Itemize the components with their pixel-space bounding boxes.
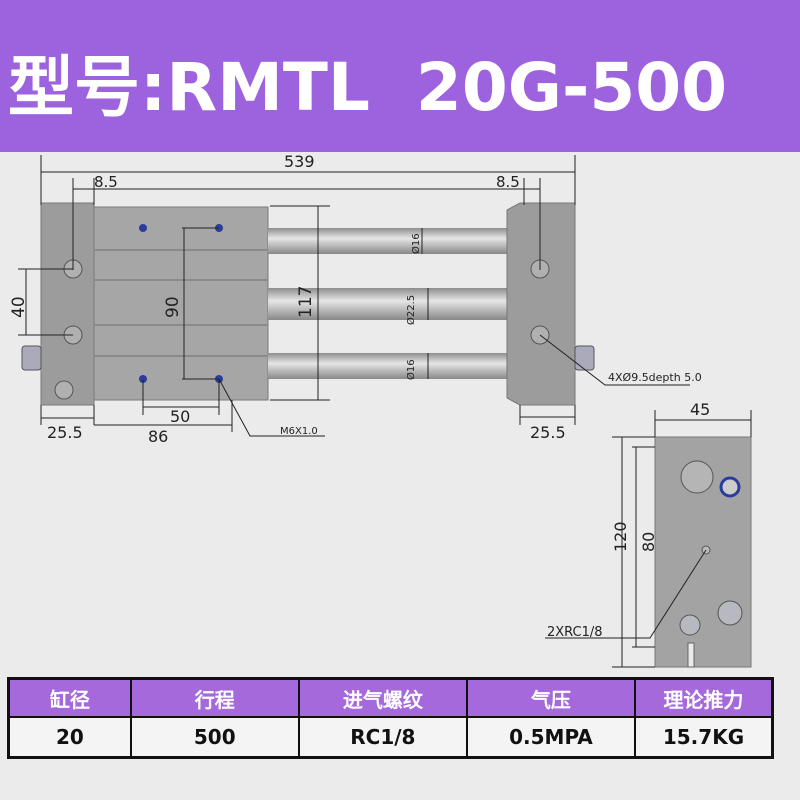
hole-note: 4XØ9.5depth 5.0	[608, 371, 702, 384]
guide-rod-bottom	[268, 353, 518, 379]
dim-end-offset-right: 8.5	[496, 173, 520, 191]
guide-rod-top	[268, 228, 518, 254]
dim-side-width: 45	[690, 400, 710, 419]
dim-port-height: 80	[639, 532, 658, 552]
left-end-plate	[40, 202, 95, 406]
header-port-thread: 进气螺纹	[297, 677, 468, 718]
value-stroke: 500	[129, 716, 300, 759]
header-thrust: 理论推力	[633, 677, 774, 718]
value-thrust: 15.7KG	[633, 716, 774, 759]
value-pressure: 0.5MPA	[465, 716, 636, 759]
dim-plate-right: 25.5	[530, 423, 566, 442]
model-title: 型号:RMTL 20G-500	[8, 49, 728, 126]
technical-drawing: 539 8.5 8.5 40 90 117 Ø16 Ø22.5 Ø16 25.5…	[9, 152, 752, 668]
thread-note: M6X1.0	[280, 426, 318, 437]
dim-plate-left: 25.5	[47, 423, 83, 442]
header-pressure: 气压	[465, 677, 636, 718]
right-end-plate	[506, 202, 576, 406]
title-banner: 型号:RMTL 20G-500	[0, 0, 800, 152]
dim-body-height: 117	[296, 286, 316, 318]
left-air-fitting	[21, 345, 42, 371]
value-port-thread: RC1/8	[297, 716, 468, 759]
dim-hole-spacing: 50	[170, 407, 190, 426]
dim-rod-middle: Ø22.5	[405, 295, 417, 325]
spec-header-row: 缸径 行程 进气螺纹 气压 理论推力	[7, 677, 774, 718]
spec-table: 缸径 行程 进气螺纹 气压 理论推力 20 500 RC1/8 0.5MPA 1…	[7, 677, 774, 759]
dim-bolt-span: 90	[163, 296, 183, 318]
dim-rod-bottom: Ø16	[405, 359, 417, 380]
dim-side-height: 120	[611, 521, 630, 552]
value-bore: 20	[7, 716, 132, 759]
port-note: 2XRC1/8	[547, 625, 603, 640]
dim-hole-pitch: 40	[9, 296, 29, 318]
dim-rod-top: Ø16	[410, 233, 422, 254]
spec-value-row: 20 500 RC1/8 0.5MPA 15.7KG	[7, 716, 774, 759]
dim-overall-length: 539	[284, 152, 315, 171]
right-air-fitting	[574, 345, 595, 371]
header-bore: 缸径	[7, 677, 132, 718]
piston-rod-middle	[268, 288, 518, 320]
dim-end-offset-left: 8.5	[94, 173, 118, 191]
dim-body-length: 86	[148, 427, 168, 446]
header-stroke: 行程	[129, 677, 300, 718]
